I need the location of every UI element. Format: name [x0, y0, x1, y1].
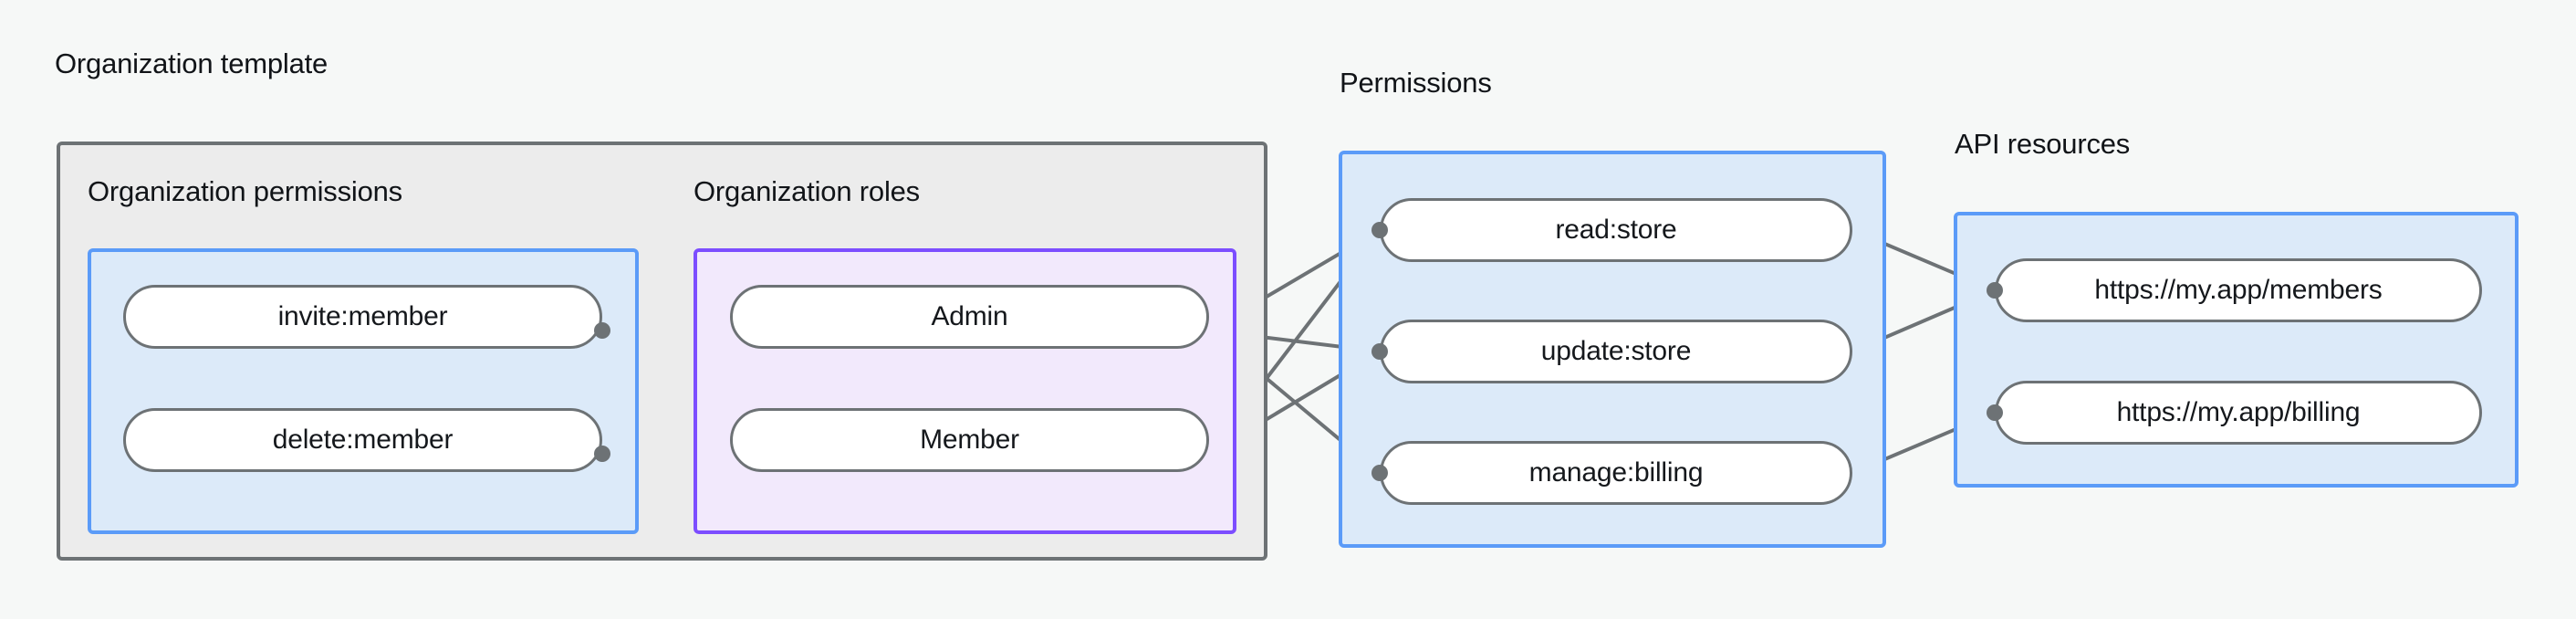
node-member-label: Member	[920, 425, 1019, 455]
node-invite-member-label: invite:member	[277, 301, 448, 331]
connector-dot-read-store	[1371, 222, 1388, 238]
node-members-url[interactable]: https://my.app/members	[1995, 258, 2482, 322]
node-manage-billing-label: manage:billing	[1528, 457, 1704, 488]
connector-dot-billing-url	[1987, 404, 2003, 421]
organization-template-title: Organization template	[55, 47, 329, 79]
node-members-url-label: https://my.app/members	[2094, 275, 2383, 305]
connector-dot-invite-member	[594, 322, 610, 339]
node-billing-url[interactable]: https://my.app/billing	[1995, 381, 2482, 445]
node-admin[interactable]: Admin	[730, 285, 1209, 349]
connector-dot-update-store	[1371, 343, 1388, 360]
node-member[interactable]: Member	[730, 408, 1209, 472]
node-update-store-label: update:store	[1540, 336, 1692, 366]
permissions-title: Permissions	[1340, 67, 1492, 99]
node-manage-billing[interactable]: manage:billing	[1380, 441, 1852, 505]
api-resources-title: API resources	[1955, 128, 2131, 160]
node-admin-label: Admin	[931, 301, 1008, 331]
api-resources-box	[1954, 212, 2519, 488]
node-update-store[interactable]: update:store	[1380, 320, 1852, 383]
node-delete-member-label: delete:member	[272, 425, 454, 455]
node-read-store-label: read:store	[1555, 215, 1677, 245]
node-billing-url-label: https://my.app/billing	[2116, 397, 2361, 427]
node-read-store[interactable]: read:store	[1380, 198, 1852, 262]
organization-roles-title: Organization roles	[694, 175, 920, 207]
organization-permissions-title: Organization permissions	[88, 175, 402, 207]
connector-dot-manage-billing	[1371, 465, 1388, 481]
connector-dot-delete-member	[594, 446, 610, 462]
node-delete-member[interactable]: delete:member	[123, 408, 602, 472]
connector-dot-members-url	[1987, 282, 2003, 299]
node-invite-member[interactable]: invite:member	[123, 285, 602, 349]
